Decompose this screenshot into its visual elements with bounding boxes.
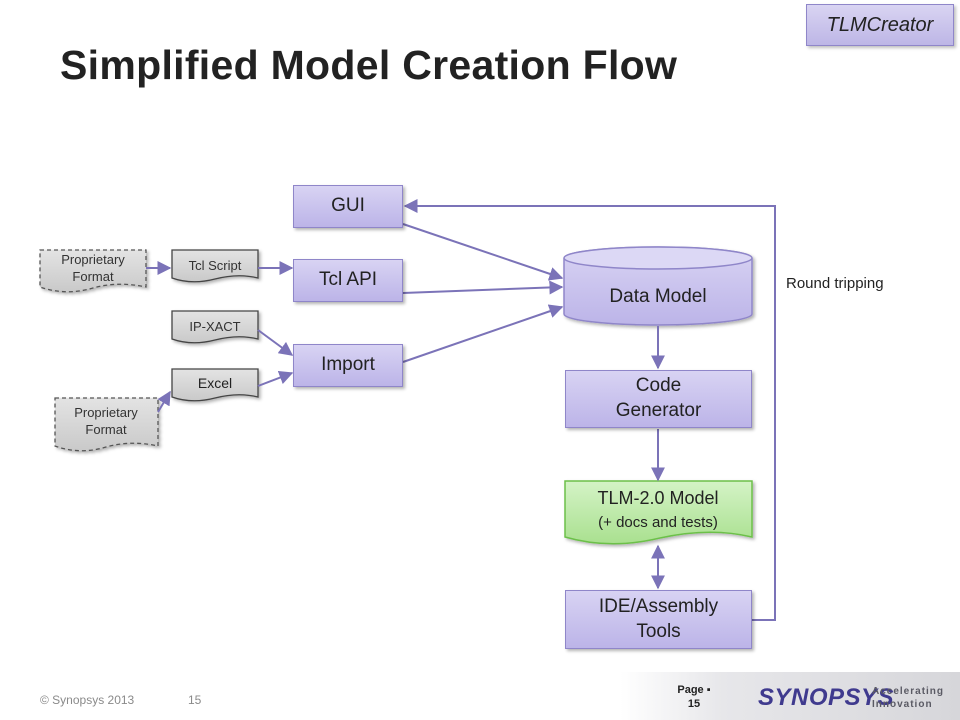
copyright-text: © Synopsys 2013 <box>40 693 135 707</box>
tcl-script-doc <box>171 249 259 283</box>
gui-box: GUI <box>293 185 403 228</box>
tcl-api-box: Tcl API <box>293 259 403 302</box>
tlm-model-subtitle: (+ docs and tests) <box>598 514 718 531</box>
arrow-gui-to-data-model <box>402 223 564 281</box>
synopsys-logo: SYNOPSYS <box>758 684 895 711</box>
proprietary-format-1-line1: Proprietary <box>61 252 125 267</box>
slide-title: Simplified Model Creation Flow <box>60 42 678 88</box>
arrow-proprietary2-to-excel <box>157 390 171 413</box>
import-box: Import <box>293 344 403 387</box>
data-model-cylinder <box>563 246 753 326</box>
proprietary-format-doc-1 <box>39 249 147 293</box>
tcl-script-label: Tcl Script <box>189 258 242 273</box>
proprietary-format-1-line2: Format <box>72 269 114 284</box>
code-generator-box: Code Generator <box>565 370 752 428</box>
arrow-ip-xact-to-import <box>257 329 294 356</box>
ide-assembly-tools-box: IDE/Assembly Tools <box>565 590 752 649</box>
ip-xact-doc <box>171 310 259 344</box>
synopsys-tagline: Accelerating Innovation <box>872 686 944 711</box>
page-indicator: Page ▪ 15 <box>677 684 711 710</box>
proprietary-format-2-line1: Proprietary <box>74 405 138 420</box>
slide-number: 15 <box>188 693 202 707</box>
arrow-import-to-data-model <box>402 304 564 363</box>
page-label: Page <box>677 684 704 696</box>
proprietary-format-2-line2: Format <box>85 422 127 437</box>
data-model-label: Data Model <box>609 286 706 307</box>
excel-doc <box>171 368 259 402</box>
proprietary-format-doc-2 <box>54 397 159 452</box>
tagline-line1: Accelerating <box>872 686 945 697</box>
round-trip-arrow <box>403 199 776 621</box>
round-tripping-label: Round tripping <box>786 275 884 292</box>
page-number: 15 <box>687 697 701 710</box>
tlmcreator-tag: TLMCreator <box>806 4 954 46</box>
arrow-tcl-api-to-data-model <box>402 280 564 295</box>
excel-label: Excel <box>198 375 232 391</box>
ip-xact-label: IP-XACT <box>189 319 240 334</box>
tagline-line2: Innovation <box>872 698 933 710</box>
footer-band <box>620 672 960 720</box>
arrow-excel-to-import <box>257 370 294 387</box>
tlm-model-title: TLM-2.0 Model <box>597 488 718 508</box>
tlm-model-doc <box>564 480 753 545</box>
